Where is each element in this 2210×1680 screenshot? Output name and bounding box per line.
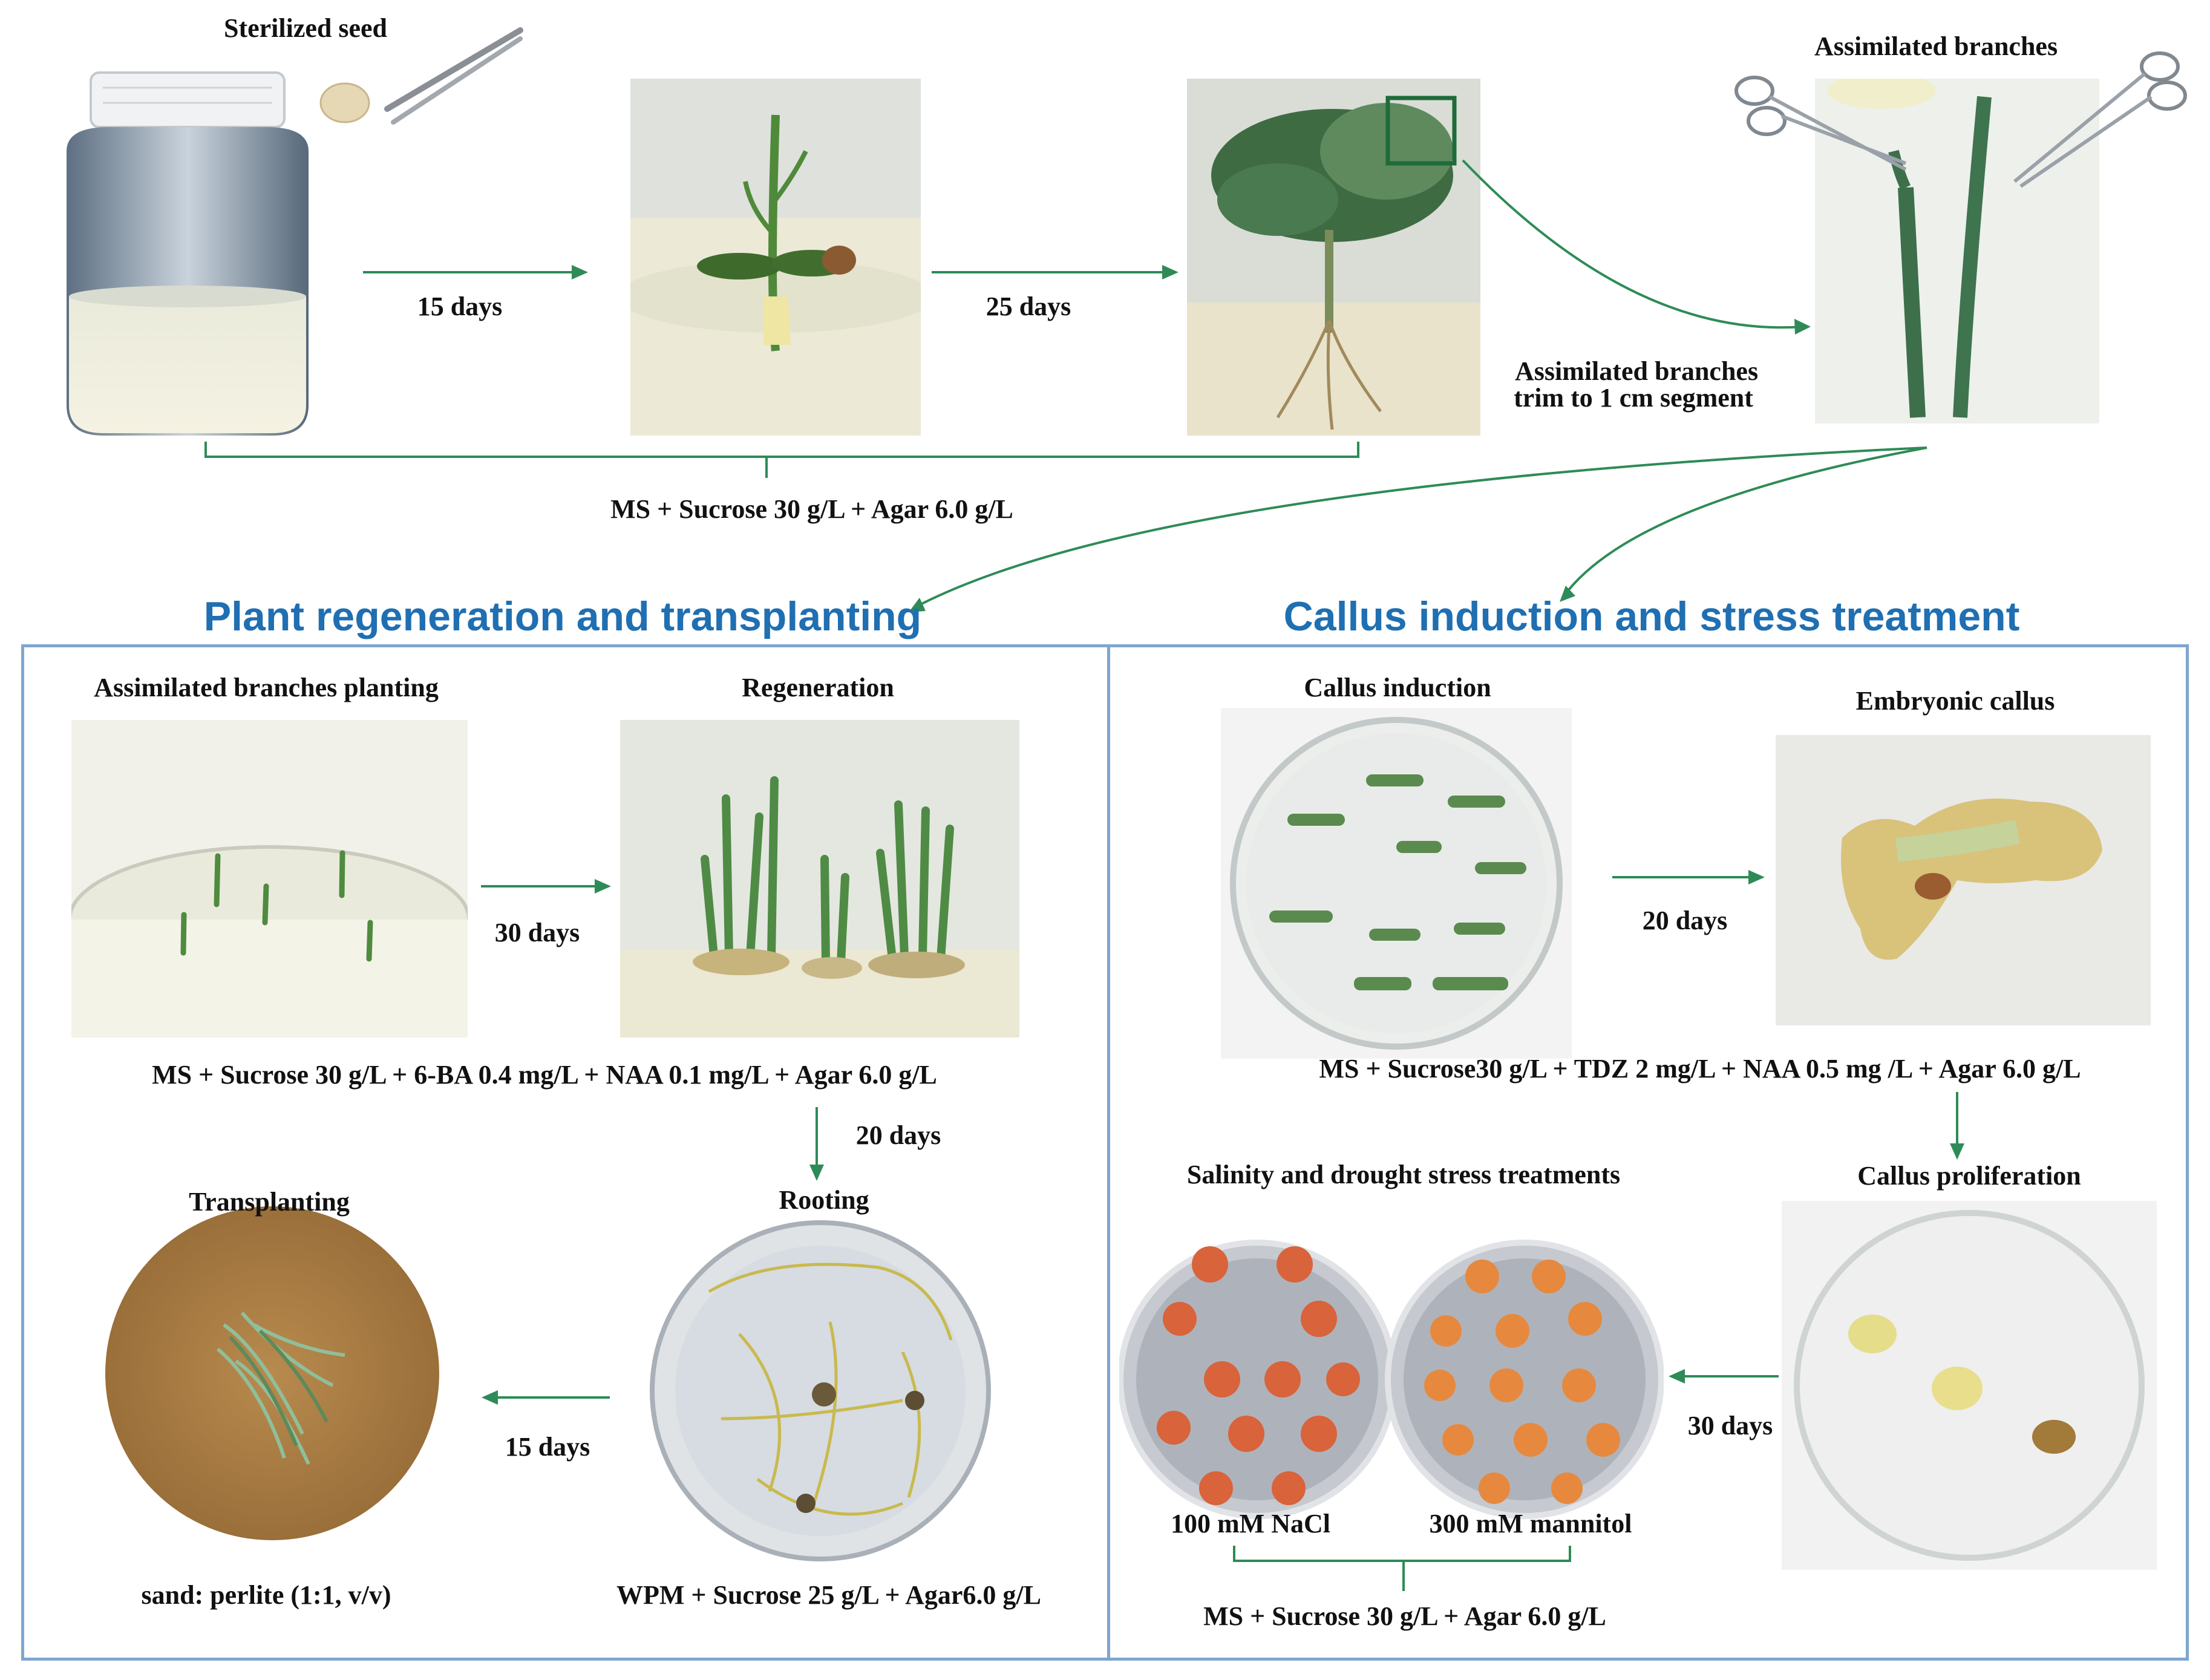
arrow-to-callus — [1563, 446, 1927, 597]
photo-callus-induction — [1221, 708, 1572, 1059]
photo-regeneration — [620, 720, 1019, 1038]
label-callus-proliferation: Callus proliferation — [1857, 1161, 2081, 1191]
label-regen-medium: MS + Sucrose 30 g/L + 6-BA 0.4 mg/L + NA… — [152, 1060, 937, 1090]
label-transplanting: Transplanting — [189, 1187, 350, 1217]
label-15-days-left: 15 days — [505, 1432, 590, 1462]
label-trim-line1: Assimilated branches — [1514, 356, 1759, 386]
title-regeneration-section: Plant regeneration and transplanting — [203, 593, 922, 639]
label-rooting: Rooting — [779, 1185, 869, 1215]
photo-branch-planting — [71, 720, 468, 1038]
label-20-days-left: 20 days — [855, 1120, 941, 1150]
arrow-to-regeneration — [913, 446, 1927, 609]
label-rooting-medium: WPM + Sucrose 25 g/L + Agar6.0 g/L — [616, 1580, 1042, 1610]
label-mannitol: 300 mM mannitol — [1429, 1509, 1632, 1538]
scissors-icon-right — [2013, 51, 2187, 188]
label-30-days-left: 30 days — [494, 918, 580, 947]
label-30-days-right: 30 days — [1687, 1411, 1773, 1440]
tweezers-icon — [319, 27, 523, 125]
label-stress-medium: MS + Sucrose 30 g/L + Agar 6.0 g/L — [1203, 1601, 1606, 1631]
photo-seed-jar — [67, 71, 309, 436]
medium-bracket — [204, 442, 1359, 478]
label-regeneration: Regeneration — [742, 673, 894, 702]
arrow-to-branches — [1462, 159, 1803, 329]
label-20-days-right: 20 days — [1642, 906, 1728, 935]
photo-callus-proliferation — [1782, 1201, 2157, 1570]
label-top-medium: MS + Sucrose 30 g/L + Agar 6.0 g/L — [610, 494, 1013, 524]
stress-bracket — [1233, 1546, 1571, 1591]
label-branches-planting: Assimilated branches planting — [94, 673, 439, 702]
label-assimilated-branches: Assimilated branches — [1814, 31, 2058, 61]
photo-stress-plates — [1119, 1240, 1664, 1519]
label-nacl: 100 mM NaCl — [1171, 1509, 1330, 1538]
photo-seedling — [630, 79, 921, 436]
label-callus-induction: Callus induction — [1304, 673, 1491, 702]
label-embryonic-callus: Embryonic callus — [1855, 686, 2055, 716]
label-substrate: sand: perlite (1:1, v/v) — [141, 1580, 391, 1610]
label-stress-treatments: Salinity and drought stress treatments — [1186, 1160, 1621, 1189]
label-25-days-top: 25 days — [986, 292, 1071, 321]
photo-assimilated-branches — [1815, 79, 2099, 423]
photo-transplanting — [105, 1206, 439, 1540]
highlight-box — [1385, 96, 1457, 166]
panel-callus — [1107, 644, 2189, 1661]
seed-icon — [319, 82, 370, 123]
photo-plantlet — [1187, 79, 1480, 436]
label-trim-line2: trim to 1 cm segment — [1514, 383, 1753, 413]
scissors-icon-left — [1734, 76, 1907, 171]
label-15-days-top: 15 days — [417, 292, 503, 321]
photo-rooting — [650, 1220, 991, 1561]
label-induction-medium: MS + Sucrose30 g/L + TDZ 2 mg/L + NAA 0.… — [1319, 1054, 2081, 1084]
title-callus-section: Callus induction and stress treatment — [1283, 593, 2020, 639]
photo-embryonic-callus — [1776, 735, 2151, 1025]
label-sterilized-seed: Sterilized seed — [223, 13, 388, 43]
